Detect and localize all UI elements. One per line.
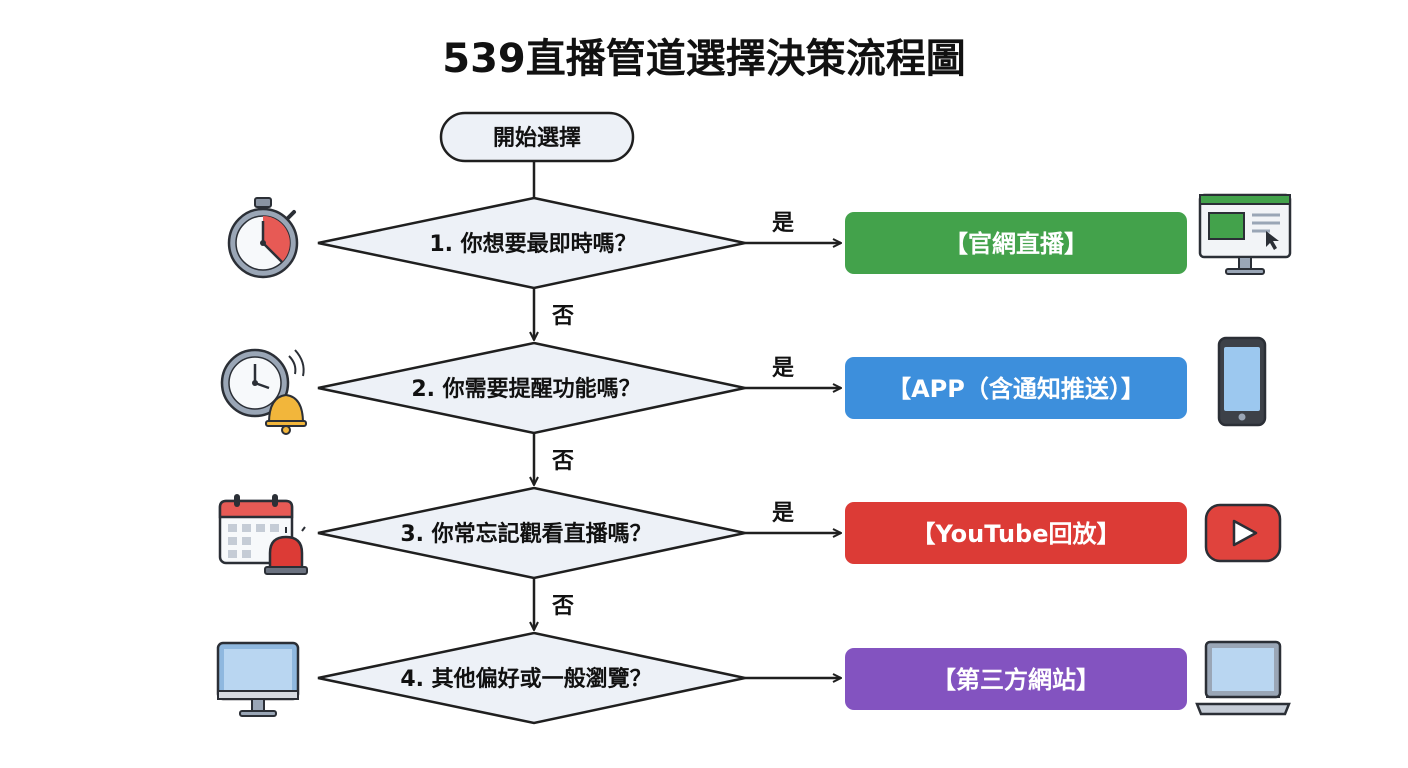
decision-2: 2. 你需要提醒功能嗎？ [317,341,746,435]
outcome-app: 【APP（含通知推送）】 [845,357,1187,419]
outcome-official-label: 【官網直播】 [944,230,1088,258]
start-node: 開始選擇 [439,111,635,163]
yes-label-1: 是 [772,211,794,236]
youtube-play-icon [1204,503,1282,563]
outcome-youtube-label: 【YouTube回放】 [911,520,1120,548]
outcome-official: 【官網直播】 [845,212,1187,274]
page-title: 539直播管道選擇決策流程圖 [442,36,966,82]
outcome-third-party: 【第三方網站】 [845,648,1187,710]
no-label-3: 否 [551,594,574,619]
start-node-label: 開始選擇 [493,125,581,151]
outcome-app-label: 【APP（含通知推送）】 [887,375,1145,403]
decision-4: 4. 其他偏好或一般瀏覽？ [317,631,746,725]
monitor-icon [216,641,300,717]
decision-1: 1. 你想要最即時嗎？ [317,196,746,290]
calendar-alert-icon [218,494,308,575]
outcome-youtube: 【YouTube回放】 [845,502,1187,564]
desktop-browser-icon [1198,193,1292,275]
decision-3: 3. 你常忘記觀看直播嗎？ [317,486,746,580]
decision-1-text: 1. 你想要最即時嗎？ [429,232,636,257]
no-label-1: 否 [551,304,574,329]
decision-4-text: 4. 其他偏好或一般瀏覽？ [400,666,651,692]
alarm-clock-bell-icon [220,348,307,435]
laptop-icon [1195,640,1291,716]
decision-2-text: 2. 你需要提醒功能嗎？ [411,376,640,402]
yes-label-3: 是 [772,501,794,526]
decision-3-text: 3. 你常忘記觀看直播嗎？ [400,521,651,547]
yes-label-2: 是 [772,356,794,381]
outcome-third-party-label: 【第三方網站】 [932,666,1100,694]
no-label-2: 否 [551,449,574,474]
smartphone-icon [1217,336,1267,427]
stopwatch-icon [227,197,299,279]
